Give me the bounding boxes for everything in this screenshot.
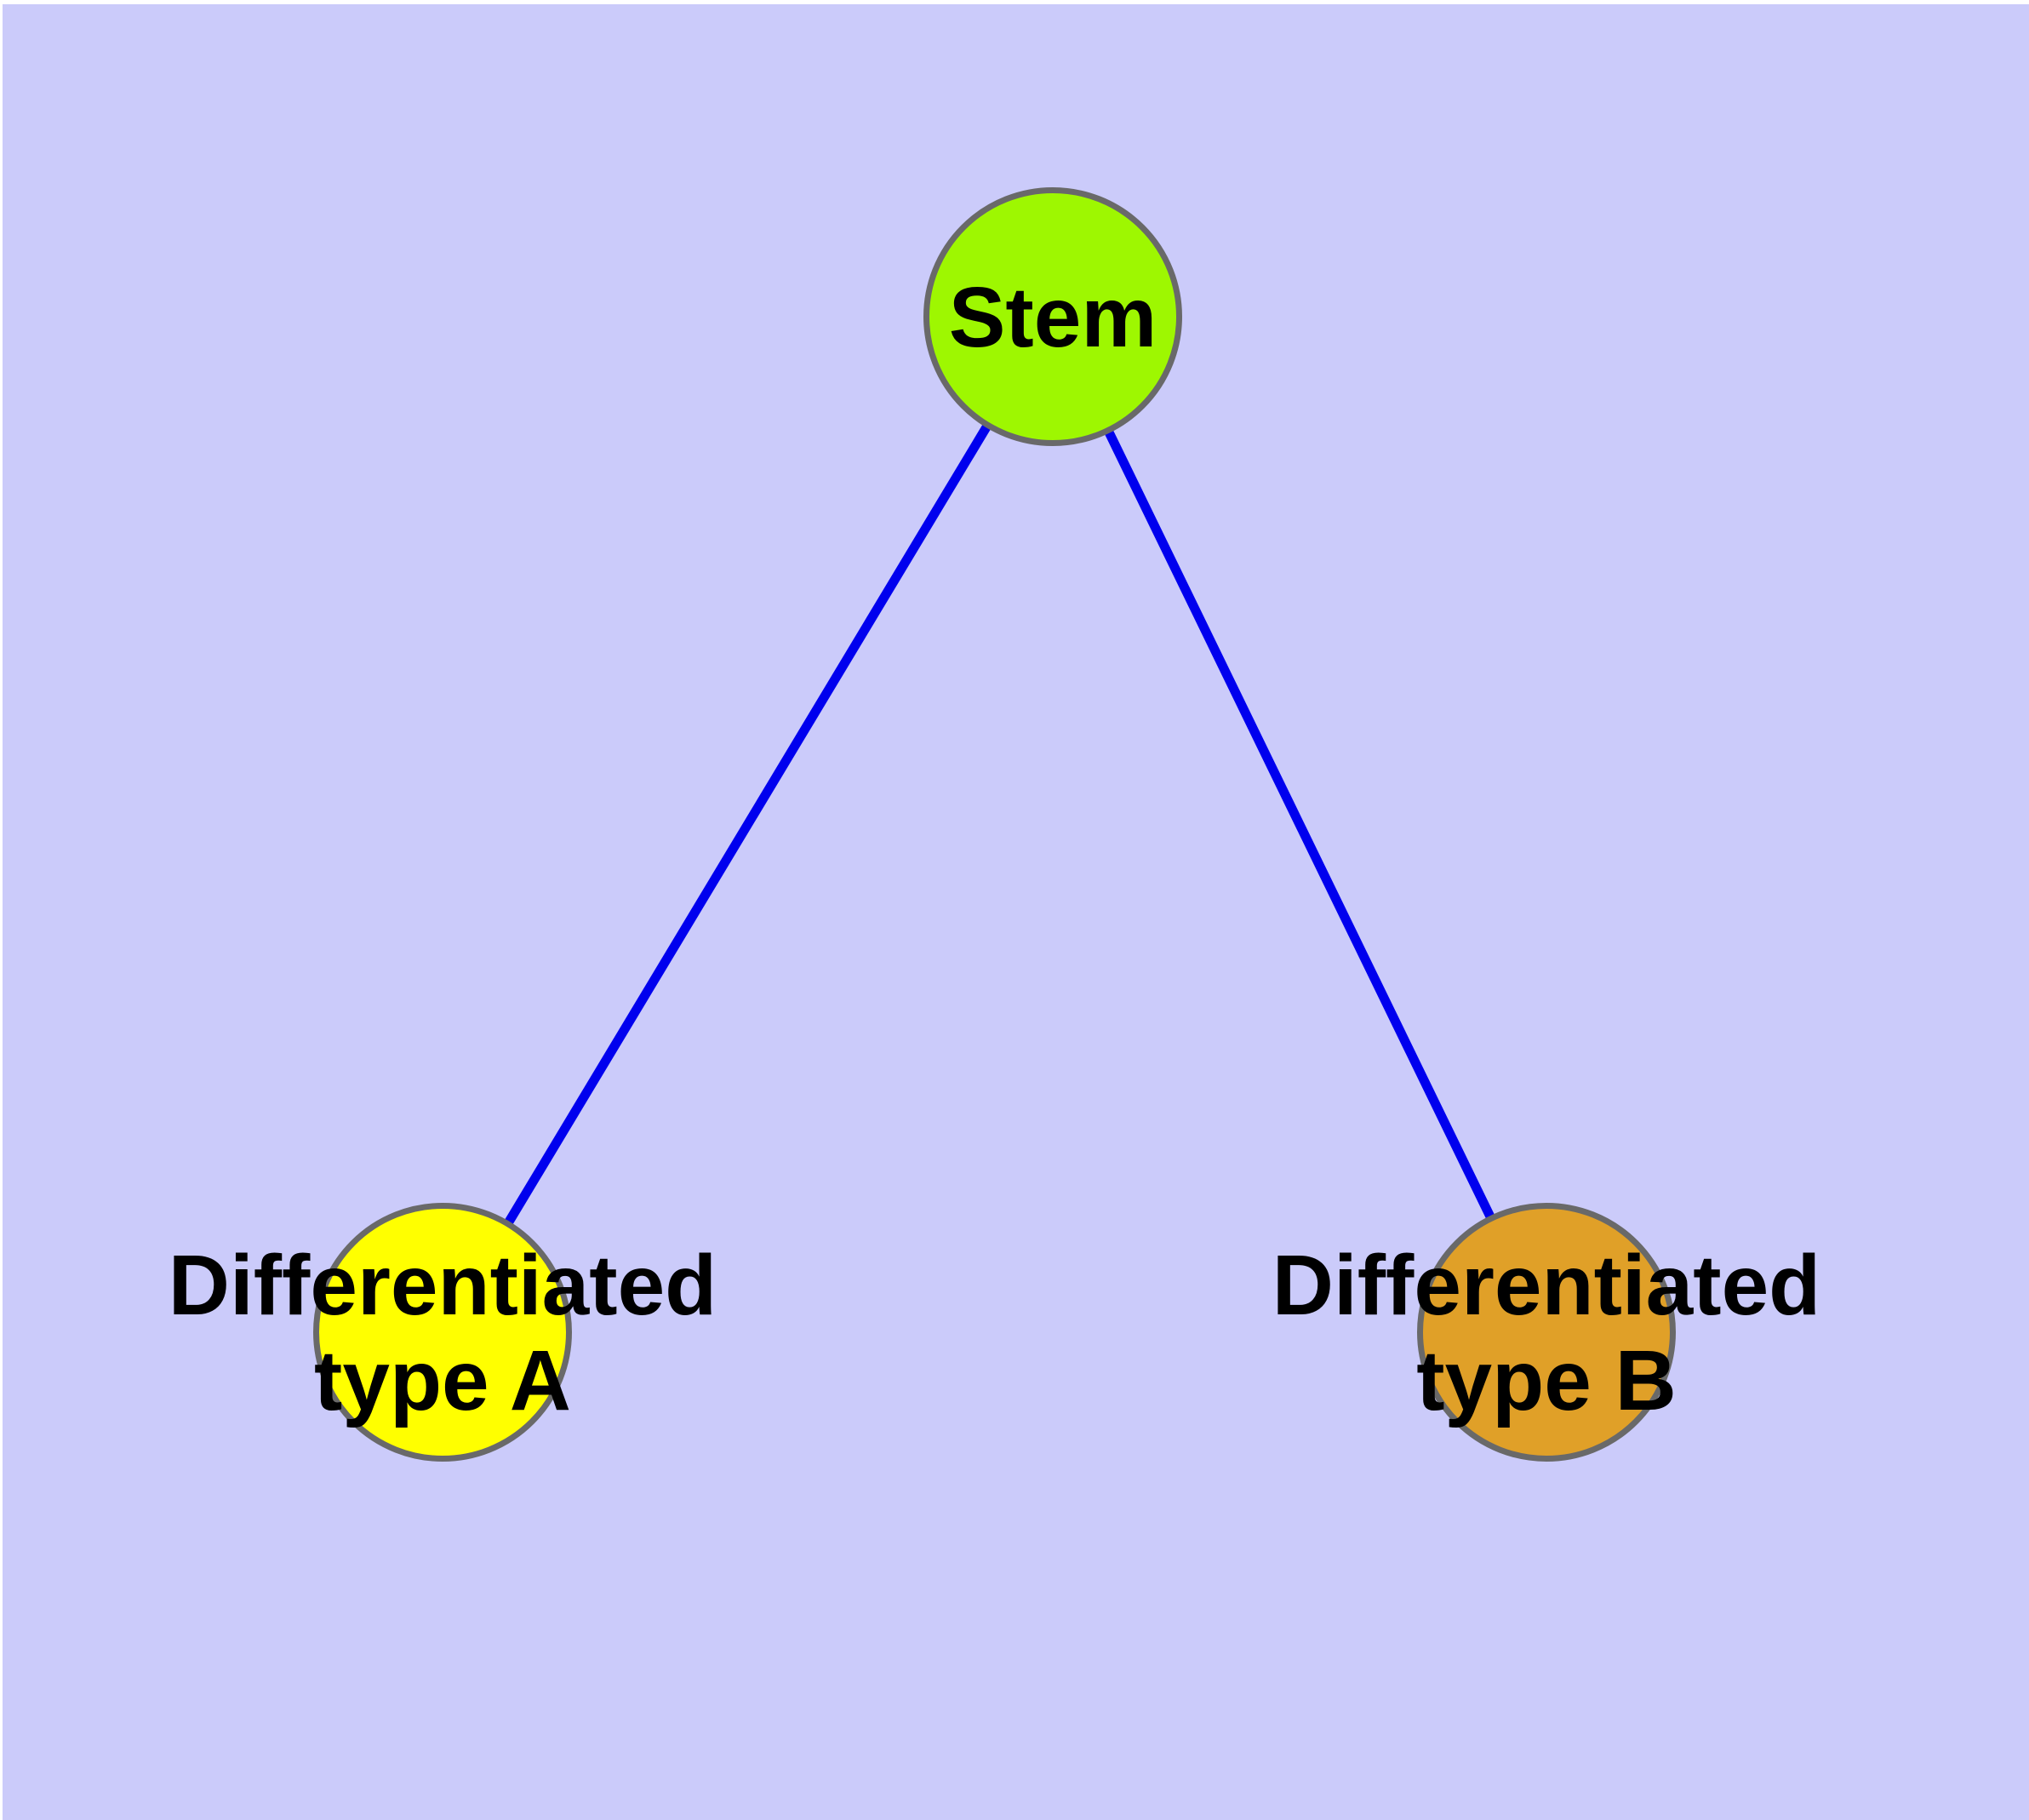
node-diff-b-circle[interactable] xyxy=(1417,1203,1676,1462)
node-stem[interactable] xyxy=(923,187,1182,446)
node-stem-label: Stem xyxy=(949,270,1157,365)
node-diff-b[interactable] xyxy=(1417,1203,1676,1462)
edge-stem-to-diff-b[interactable] xyxy=(1049,314,1551,1335)
node-layer xyxy=(313,187,1676,1462)
node-label-line: type A xyxy=(314,1333,571,1428)
edge-stem-to-diff-a[interactable] xyxy=(438,314,1057,1335)
node-stem-circle[interactable] xyxy=(923,187,1182,446)
node-diff-a-circle[interactable] xyxy=(313,1203,572,1462)
node-label-line: type B xyxy=(1416,1333,1677,1428)
node-label-line: Stem xyxy=(949,270,1157,365)
node-diff-a[interactable] xyxy=(313,1203,572,1462)
edge-layer xyxy=(438,314,1551,1335)
node-label-line: Differentiated xyxy=(169,1238,717,1333)
node-label-line: Differentiated xyxy=(1272,1238,1821,1333)
